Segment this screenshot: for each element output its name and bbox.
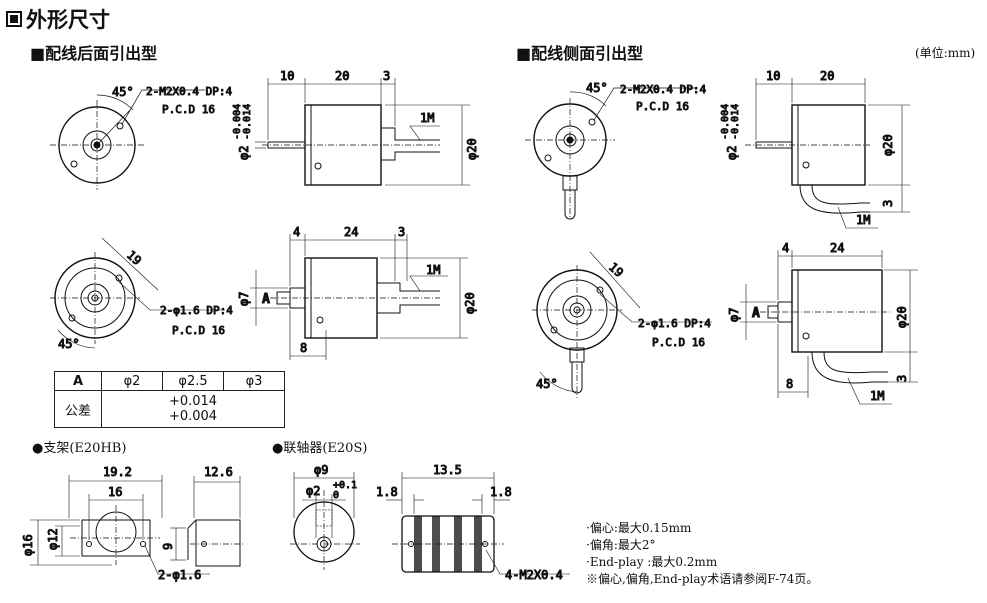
- page-title: 外形尺寸: [6, 4, 110, 34]
- bracket-title: ●支架(E20HB): [32, 441, 127, 456]
- dim-4-b: 4: [782, 241, 789, 255]
- tap-spec-label-2: 2-M2X0.4 DP:4: [620, 83, 706, 96]
- bracket-dim-16: 16: [108, 485, 122, 499]
- note-eccentricity: ·偏心:最大0.15mm: [586, 521, 692, 535]
- table-tolerance-value: +0.014 +0.004: [101, 390, 285, 428]
- table-row-label: 公差: [54, 390, 102, 428]
- bracket-drawing: [30, 475, 245, 575]
- dim-phi7: φ7: [237, 292, 251, 306]
- coupling-dim-phi2: φ2: [306, 484, 320, 498]
- coupling-dim-1-8-right: 1.8: [490, 485, 512, 499]
- coupling-drawing: [290, 472, 570, 575]
- coupling-dim-1-8-left: 1.8: [376, 485, 398, 499]
- bracket-dim-19-2: 19.2: [103, 465, 132, 479]
- section-title-rear-exit: ■配线后面引出型: [30, 44, 158, 63]
- cable-length-label-3: 1M: [856, 213, 870, 227]
- side-side-view: [745, 78, 910, 229]
- dim-phi2: φ2: [237, 146, 251, 160]
- coupling-dim-13-5: 13.5: [433, 463, 462, 477]
- dim-19: 19: [124, 248, 144, 268]
- coupling-dim-phi9: φ9: [314, 463, 328, 477]
- coupling-dim-phi2-tol-lower: 0: [333, 490, 339, 501]
- dim-phi20: φ20: [465, 138, 479, 160]
- pcd-label: P.C.D 16: [162, 103, 215, 116]
- bracket-dim-12-6: 12.6: [204, 465, 233, 479]
- coupling-dim-phi2-tol-upper: +0.1: [333, 480, 357, 491]
- side-front-view: [525, 87, 695, 220]
- table-row: 公差 +0.014 +0.004: [54, 390, 285, 428]
- tolerance-table: A φ2 φ2.5 φ3 公差 +0.014 +0.004: [54, 371, 285, 428]
- dim-20: 20: [335, 69, 349, 83]
- dim-phi2-tol-lower: -0.014: [242, 104, 253, 140]
- dim-a-label-b: A: [752, 306, 760, 321]
- dim-phi2-tol-lower-b: -0.014: [730, 104, 741, 140]
- angle-45-label-3: 45°: [586, 81, 608, 95]
- dim-phi20-c: φ20: [881, 134, 895, 156]
- table-header-phi3: φ3: [223, 371, 285, 391]
- dim-8: 8: [300, 341, 307, 355]
- bracket-holes-label: 2-φ1.6: [158, 568, 201, 582]
- note-reference: ※偏心,偏角,End-play术语请参阅F-74页。: [586, 572, 819, 586]
- pcd-label-4: P.C.D 16: [652, 336, 705, 349]
- section-title-side-exit: ■配线侧面引出型: [516, 44, 644, 63]
- bracket-dim-9: 9: [161, 543, 175, 550]
- dim-4: 4: [293, 225, 300, 239]
- square-bullet-icon: [6, 11, 22, 27]
- rear-hollow-side-view: [250, 234, 468, 360]
- pcd-label-3: P.C.D 16: [636, 100, 689, 113]
- dim-3-c: 3: [881, 200, 895, 207]
- side-hollow-side-view: [740, 250, 918, 405]
- table-row: A φ2 φ2.5 φ3: [54, 371, 285, 391]
- tap2-spec-label: 2-φ1.6 DP:4: [160, 304, 233, 317]
- tolerance-lower: +0.004: [168, 409, 218, 424]
- tolerance-upper: +0.014: [168, 394, 218, 409]
- dim-24: 24: [344, 225, 358, 239]
- unit-label: (单位:mm): [915, 46, 976, 60]
- dim-phi7-b: φ7: [727, 308, 741, 322]
- bracket-dim-phi16: φ16: [21, 534, 35, 556]
- rear-hollow-front-view: [50, 237, 225, 349]
- dim-20-b: 20: [820, 69, 834, 83]
- side-hollow-front-view: [532, 251, 712, 398]
- cable-length-label-4: 1M: [870, 389, 884, 403]
- dim-8-b: 8: [786, 377, 793, 391]
- angle-45-label: 45°: [112, 85, 134, 99]
- dim-phi20-d: φ20: [895, 306, 909, 328]
- coupling-title: ●联轴器(E20S): [272, 441, 368, 456]
- dim-phi2-b: φ2: [725, 146, 739, 160]
- coupling-screws-label: 4-M2X0.4: [505, 568, 563, 582]
- angle-45-label-2: 45°: [58, 337, 80, 351]
- dim-19-b: 19: [606, 260, 626, 280]
- dim-10-b: 10: [766, 69, 780, 83]
- rear-side-view: [255, 78, 470, 186]
- rear-front-view: [50, 89, 205, 190]
- dim-phi20-b: φ20: [463, 292, 477, 314]
- bracket-dim-phi12: φ12: [46, 528, 60, 550]
- cable-length-label-2: 1M: [426, 263, 440, 277]
- dim-a-label: A: [262, 292, 270, 307]
- cable-length-label: 1M: [420, 111, 434, 125]
- dim-3: 3: [383, 69, 390, 83]
- notes-block: ·偏心:最大0.15mm ·偏角:最大2° ·End-play :最大0.2mm…: [586, 520, 818, 588]
- table-header-a: A: [54, 371, 102, 391]
- dim-phi2-tol-upper-b: -0.004: [720, 104, 731, 140]
- dim-3-d: 3: [895, 375, 909, 382]
- dim-phi2-tol-upper: -0.004: [232, 104, 243, 140]
- note-end-play: ·End-play :最大0.2mm: [586, 555, 718, 569]
- tap2-spec-label-2: 2-φ1.6 DP:4: [638, 317, 711, 330]
- tap-spec-label: 2-M2X0.4 DP:4: [146, 85, 232, 98]
- note-angle: ·偏角:最大2°: [586, 538, 656, 552]
- table-header-phi2-5: φ2.5: [162, 371, 224, 391]
- pcd-label-2: P.C.D 16: [172, 324, 225, 337]
- table-header-phi2: φ2: [101, 371, 163, 391]
- dim-24-b: 24: [830, 241, 844, 255]
- dim-3-b: 3: [398, 225, 405, 239]
- angle-45-label-4: 45°: [536, 377, 558, 391]
- dim-10: 10: [280, 69, 294, 83]
